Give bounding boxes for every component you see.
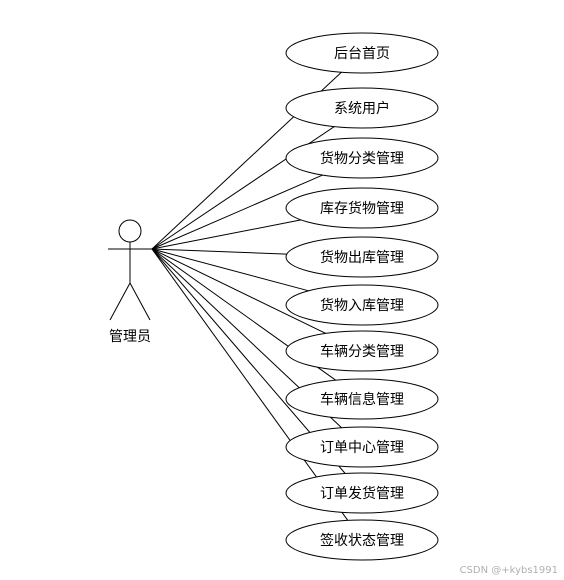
use-case: 车辆分类管理: [285, 330, 439, 372]
actor-head: [118, 219, 142, 243]
use-case: 库存货物管理: [285, 187, 439, 229]
use-case-ellipse: [285, 426, 439, 468]
association-line: [151, 248, 349, 521]
use-case: 订单中心管理: [285, 426, 439, 468]
actor-label: 管理员: [109, 329, 151, 345]
use-case: 签收状态管理: [285, 519, 439, 561]
use-case: 货物分类管理: [285, 137, 439, 179]
use-cases: 后台首页系统用户货物分类管理库存货物管理货物出库管理货物入库管理车辆分类管理车辆…: [285, 32, 439, 561]
use-case-label: 订单中心管理: [320, 440, 404, 456]
actor: 管理员: [108, 219, 152, 345]
use-case-ellipse: [285, 187, 439, 229]
use-case-label: 车辆分类管理: [320, 343, 404, 360]
use-case-label: 货物入库管理: [320, 297, 404, 314]
use-case-label: 货物出库管理: [320, 249, 404, 266]
use-case: 系统用户: [285, 87, 439, 129]
use-case: 订单发货管理: [285, 472, 439, 514]
actor-right-leg: [129, 282, 151, 321]
use-case-ellipse: [285, 137, 439, 179]
actor-left-leg: [109, 282, 131, 321]
use-case: 后台首页: [285, 32, 439, 74]
use-case-ellipse: [285, 32, 439, 74]
watermark: CSDN @+kybs1991: [459, 565, 558, 576]
use-case-ellipse: [285, 87, 439, 129]
use-case-label: 货物分类管理: [320, 150, 404, 167]
association-line: [151, 219, 302, 250]
use-case-ellipse: [285, 378, 439, 420]
use-case-label: 订单发货管理: [320, 485, 404, 502]
use-case-label: 后台首页: [334, 46, 390, 62]
use-case-ellipse: [285, 284, 439, 326]
association-line: [151, 248, 309, 292]
association-line: [151, 248, 327, 334]
association-line: [151, 248, 287, 255]
use-case-ellipse: [285, 472, 439, 514]
use-case-label: 车辆信息管理: [320, 391, 404, 408]
use-case-label: 签收状态管理: [320, 532, 404, 549]
use-case-ellipse: [285, 236, 439, 278]
use-case-label: 库存货物管理: [320, 200, 404, 217]
use-case: 货物出库管理: [285, 236, 439, 278]
use-case: 车辆信息管理: [285, 378, 439, 420]
use-case: 货物入库管理: [285, 284, 439, 326]
association-line: [151, 174, 323, 250]
use-case-ellipse: [285, 519, 439, 561]
use-case-ellipse: [285, 330, 439, 372]
use-case-label: 系统用户: [334, 100, 390, 117]
